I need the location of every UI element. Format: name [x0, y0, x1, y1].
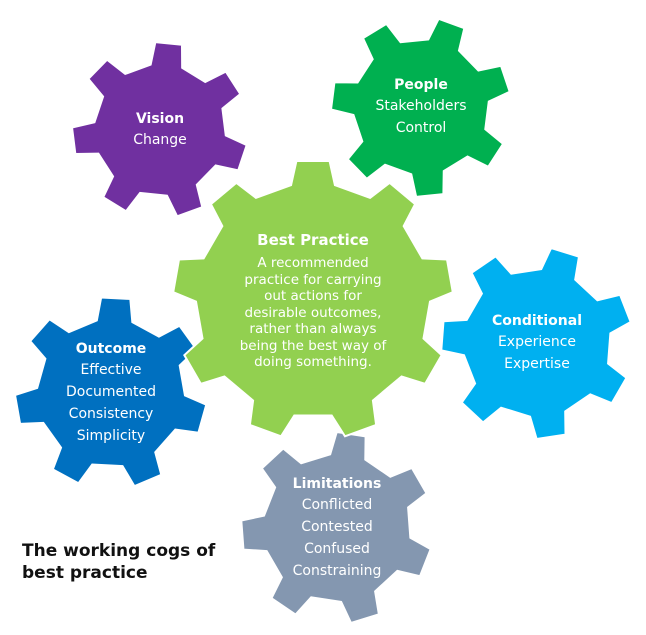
gear-best-practice: Best Practice A recommended practice for… [172, 159, 454, 440]
gear-limitations: Limitations Conflicted Contested Confuse… [240, 430, 433, 625]
gear-best-practice-shape [172, 159, 454, 438]
gear-conditional-shape [440, 246, 632, 441]
gear-conditional: Conditional Experience Expertise [440, 246, 633, 441]
caption-line: The working cogs of [22, 541, 216, 561]
caption-line: best practice [22, 563, 148, 583]
gear-vision-shape [70, 41, 248, 218]
gear-outcome-shape [13, 296, 208, 488]
gear-people-shape [329, 17, 511, 198]
diagram-caption: The working cogs of best practice [22, 540, 242, 584]
gear-limitations-shape [240, 430, 432, 625]
